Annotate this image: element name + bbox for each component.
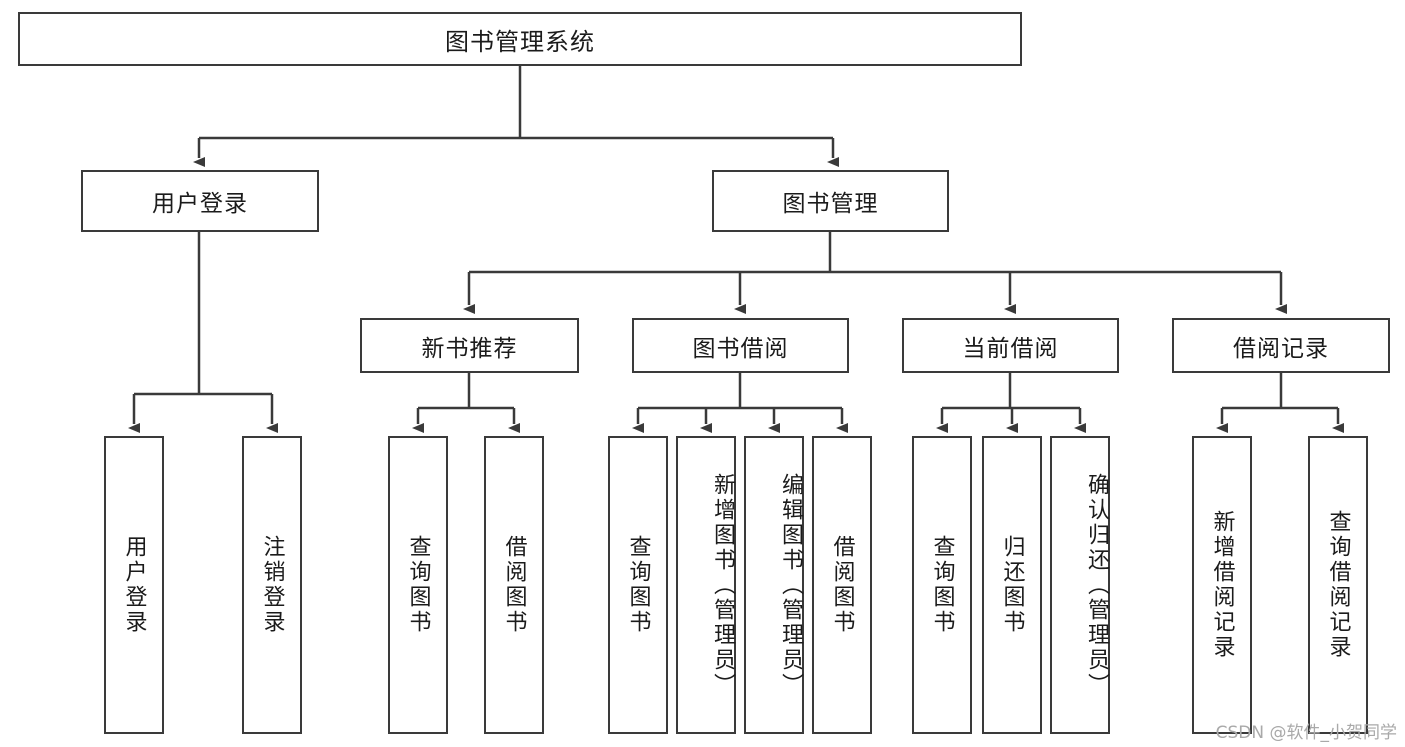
node-book-borrow[interactable]: 图书借阅 [632,318,849,373]
watermark-text: CSDN @软件_小贺同学 [1215,723,1397,743]
node-label: 编辑图书（管理员） [778,472,803,698]
node-label: 新增图书（管理员） [710,472,735,698]
node-label: 图书管理 [782,191,879,217]
leaf-user-login[interactable]: 用户登录 [104,436,164,734]
node-label: 确认归还（管理员） [1084,472,1109,698]
node-label: 查询图书 [405,535,431,635]
node-label: 借阅图书 [829,535,855,635]
node-label: 新增借阅记录 [1209,510,1235,660]
node-user-login[interactable]: 用户登录 [81,170,319,232]
leaf-borrow-books-recommend[interactable]: 借阅图书 [484,436,544,734]
leaf-add-book-admin[interactable]: 新增图书（管理员） [676,436,736,734]
leaf-logout[interactable]: 注销登录 [242,436,302,734]
node-label: 图书管理系统 [445,27,595,56]
node-label: 注销登录 [259,535,285,635]
node-current-borrow[interactable]: 当前借阅 [902,318,1119,373]
leaf-edit-book-admin[interactable]: 编辑图书（管理员） [744,436,804,734]
node-label: 新书推荐 [421,335,518,362]
node-label: 借阅记录 [1233,335,1329,362]
node-label: 查询图书 [929,535,955,635]
node-label: 用户登录 [121,535,147,635]
leaf-query-books-current[interactable]: 查询图书 [912,436,972,734]
node-label: 归还图书 [999,535,1025,635]
node-new-book-recommend[interactable]: 新书推荐 [360,318,579,373]
node-book-management[interactable]: 图书管理 [712,170,949,232]
node-label: 当前借阅 [962,335,1059,362]
leaf-query-books-borrow[interactable]: 查询图书 [608,436,668,734]
leaf-add-borrow-record[interactable]: 新增借阅记录 [1192,436,1252,734]
node-label: 查询借阅记录 [1325,510,1351,660]
node-label: 图书借阅 [692,335,789,362]
leaf-confirm-return-admin[interactable]: 确认归还（管理员） [1050,436,1110,734]
leaf-query-books-recommend[interactable]: 查询图书 [388,436,448,734]
node-label: 查询图书 [625,535,651,635]
node-borrow-record[interactable]: 借阅记录 [1172,318,1390,373]
leaf-borrow-books[interactable]: 借阅图书 [812,436,872,734]
node-label: 用户登录 [152,191,248,217]
leaf-query-borrow-record[interactable]: 查询借阅记录 [1308,436,1368,734]
leaf-return-books[interactable]: 归还图书 [982,436,1042,734]
node-root-system[interactable]: 图书管理系统 [18,12,1022,66]
node-label: 借阅图书 [501,535,527,635]
